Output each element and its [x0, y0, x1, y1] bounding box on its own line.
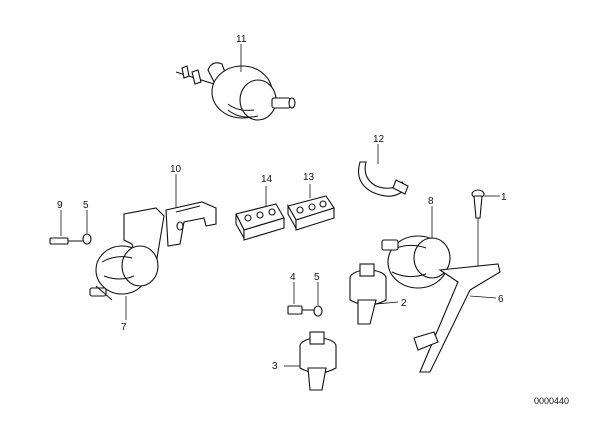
- part-1-vacuum-unit: [381, 206, 451, 289]
- part-5-washer-left: [82, 210, 92, 245]
- callout-3: 3: [272, 361, 278, 372]
- callout-11: 11: [236, 34, 247, 45]
- document-number: 0000440: [534, 396, 569, 406]
- part-12-clamp: [357, 144, 409, 197]
- part-4-screw: [287, 282, 316, 315]
- callout-6: 6: [498, 294, 504, 305]
- part-14-hose-holder: [235, 186, 285, 241]
- callout-5-left: 5: [83, 200, 89, 211]
- part-13-hose-holder: [287, 184, 335, 231]
- callout-4: 4: [290, 272, 296, 283]
- part-3-vacuum-capsule: [284, 331, 337, 391]
- part-9-screw: [49, 210, 84, 245]
- part-7-screw: [471, 189, 500, 270]
- part-10-bracket: [165, 174, 217, 247]
- callout-12: 12: [373, 134, 385, 145]
- part-6-bracket: [413, 263, 501, 373]
- part-8-vacuum-unit: [89, 207, 165, 320]
- callout-13: 13: [303, 172, 315, 183]
- callout-1: 8: [428, 196, 434, 207]
- part-11-vacuum-actuator: [175, 44, 296, 121]
- callout-10: 10: [170, 164, 182, 175]
- callout-9: 9: [57, 200, 63, 211]
- callout-7: 1: [501, 192, 507, 203]
- callout-5-center: 5: [314, 272, 320, 283]
- part-2-vacuum-capsule: [349, 263, 399, 325]
- callout-8: 7: [121, 322, 127, 333]
- callout-14: 14: [261, 174, 273, 185]
- callout-2: 2: [401, 298, 407, 309]
- part-5-washer-center: [313, 282, 323, 317]
